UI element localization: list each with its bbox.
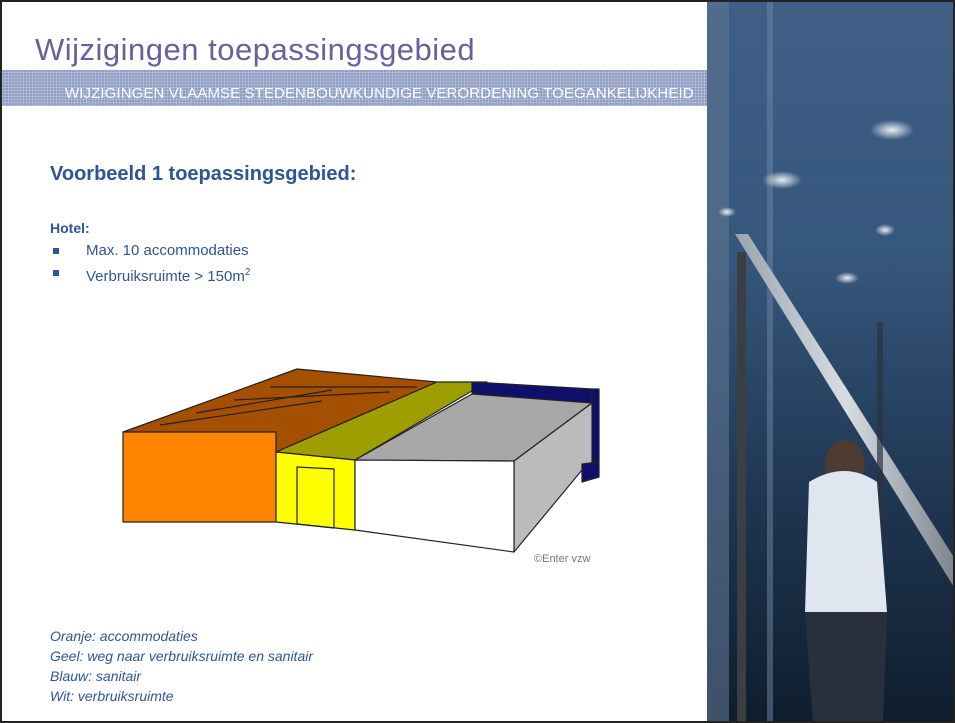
superscript-two: 2 xyxy=(244,267,251,278)
color-legend: Oranje: accommodaties Geel: weg naar ver… xyxy=(50,626,313,706)
bullet-item: Max. 10 accommodaties xyxy=(50,240,250,262)
legend-item: Blauw: sanitair xyxy=(50,668,142,684)
legend-item: Geel: weg naar verbruiksruimte en sanita… xyxy=(50,648,314,664)
bullet-text: Max. 10 accommodaties xyxy=(86,242,249,259)
lounge-front xyxy=(354,459,515,553)
bullet-item: Verbruiksruimte > 150m2 xyxy=(50,262,251,285)
slide-title: Wijzigingen toepassingsgebied xyxy=(35,32,476,67)
bullet-list: Max. 10 accommodaties Verbruiksruimte > … xyxy=(50,240,251,285)
square-bullet-icon xyxy=(53,270,59,276)
diagram-credit: ©Enter vzw xyxy=(534,553,591,565)
legend-item: Oranje: accommodaties xyxy=(50,628,198,644)
hotel-label: Hotel: xyxy=(50,220,90,236)
legend-item: Wit: verbruiksruimte xyxy=(50,688,174,704)
corridor-front xyxy=(275,451,356,531)
bullet-text: Verbruiksruimte > 150m xyxy=(86,268,245,285)
accommodation-front xyxy=(122,431,277,523)
square-bullet-icon xyxy=(53,248,59,254)
sanitary-side xyxy=(591,388,600,463)
example-heading: Voorbeeld 1 toepassingsgebied: xyxy=(50,163,357,185)
corridor-door xyxy=(296,466,335,529)
slide-subtitle: WIJZIGINGEN VLAAMSE STEDENBOUWKUNDIGE VE… xyxy=(65,85,694,102)
office-photo xyxy=(707,2,953,721)
